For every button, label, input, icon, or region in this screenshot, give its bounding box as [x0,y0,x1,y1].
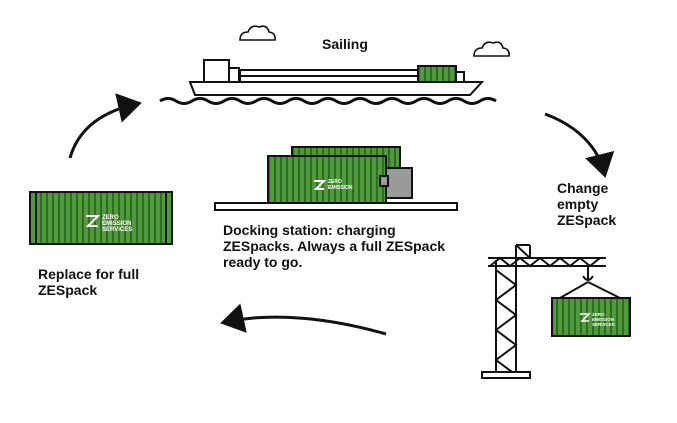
svg-text:ZERO: ZERO [102,215,119,221]
svg-text:ZERO: ZERO [592,312,605,317]
svg-text:EMISSION: EMISSION [102,221,131,227]
cloud-icon [239,25,276,41]
container-logo: ZERO EMISSION SERVICES [580,312,615,327]
change-label-line: ZESpack [557,212,617,229]
svg-text:SERVICES: SERVICES [592,322,615,327]
change-label-line: Change [557,180,609,196]
cycle-arrow-icon [220,303,387,336]
svg-text:ZERO: ZERO [328,179,342,185]
change-label-line: empty [557,196,599,213]
cloud-icon [473,41,510,57]
container-icon [29,191,173,245]
svg-text:EMISSION: EMISSION [592,317,614,322]
container-logo: ZERO EMISSION [313,179,353,191]
docking-station-icon [214,146,458,211]
svg-text:EMISSION: EMISSION [328,185,353,191]
sailing-label: Sailing [322,36,368,52]
container-icon [551,297,631,337]
svg-text:SERVICES: SERVICES [102,227,132,233]
cycle-arrow-icon [544,112,615,178]
change-label: Change empty ZESpack [557,180,667,228]
crane-icon [481,244,621,379]
replace-label: Replace for full ZESpack [38,266,140,299]
container-logo: ZERO EMISSION SERVICES [85,215,132,233]
docking-label: Docking station: charging ZESpacks. Alwa… [223,222,446,271]
ship-icon [188,59,485,96]
water-line [159,97,497,105]
cycle-arrow-icon [68,93,142,159]
